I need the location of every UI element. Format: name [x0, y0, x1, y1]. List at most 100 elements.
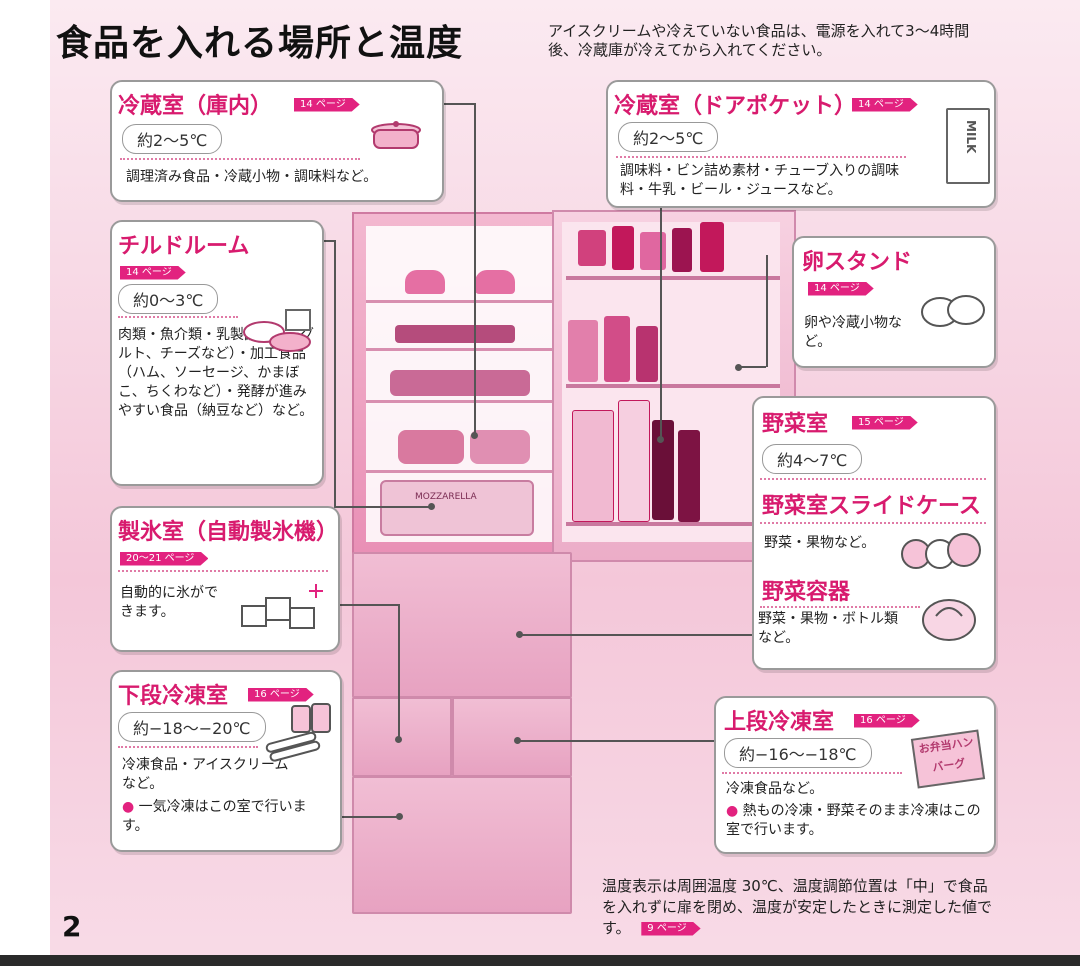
leader-line: [334, 240, 336, 508]
footnote: 温度表示は周囲温度 30℃、温度調節位置は「中」で食品を入れずに扉を閉め、温度が…: [602, 876, 1002, 939]
callout-lower-freezer: 下段冷凍室 16 ページ 約−18～−20℃ 冷凍食品・アイスクリームなど。 ●…: [110, 670, 342, 852]
page-ref-label: 14 ページ: [852, 98, 918, 112]
milk-label: MILK: [964, 120, 978, 154]
callout-ice-maker: 製氷室（自動製氷機） 20～21 ページ 自動的に氷ができます。: [110, 506, 340, 652]
leader-line: [518, 740, 714, 742]
page-ref-label: 20～21 ページ: [120, 552, 208, 566]
leader-dot: [516, 631, 523, 638]
page-margin: [0, 0, 50, 966]
bottle: [636, 326, 658, 382]
page-ref-link[interactable]: 14 ページ: [846, 94, 918, 113]
bottle: [672, 228, 692, 272]
callout-door-pocket: 冷蔵室（ドアポケット） 14 ページ 約2～5℃ 調味料・ビン詰め素材・チューブ…: [606, 80, 996, 208]
ice-maker-drawer: [352, 697, 452, 777]
leader-line: [660, 200, 662, 440]
page-ref-link[interactable]: 20～21 ページ: [114, 548, 208, 567]
callout-subtitle: 野菜室スライドケース: [762, 494, 981, 519]
page-ref-label: 14 ページ: [808, 282, 874, 296]
callout-desc: 野菜・果物など。: [764, 535, 876, 551]
vegetable-drawer: [352, 552, 572, 698]
food-bowl: [398, 430, 464, 464]
temp-value: 約−18～−20℃: [118, 712, 266, 742]
fridge-shelf: [366, 400, 554, 403]
dotted-divider: [118, 746, 258, 748]
jar: [578, 230, 606, 266]
callout-desc: 調味料・ビン詰め素材・チューブ入りの調味料・牛乳・ビール・ジュースなど。: [620, 163, 900, 198]
callout-title: 冷蔵室（ドアポケット）: [614, 94, 857, 119]
callout-desc: 冷凍食品・アイスクリームなど。: [122, 757, 289, 792]
callout-upper-freezer: 上段冷凍室 16 ページ 約−16～−18℃ 冷凍食品など。 ● 熱もの冷凍・野…: [714, 696, 996, 854]
dotted-divider: [118, 316, 238, 318]
leader-line: [334, 506, 430, 508]
page-title: 食品を入れる場所と温度: [56, 23, 464, 64]
leader-line: [474, 103, 476, 435]
door-pocket: [566, 276, 780, 280]
lower-freezer-drawer: [352, 776, 572, 914]
callout-title: 製氷室（自動製氷機）: [118, 520, 339, 545]
page-ref-link[interactable]: 16 ページ: [242, 684, 314, 703]
callout-egg-stand: 卵スタンド 14 ページ 卵や冷蔵小物など。: [792, 236, 996, 368]
leader-line: [338, 816, 400, 818]
bullet-icon: ●: [726, 803, 739, 819]
page-ref-link[interactable]: 15 ページ: [846, 412, 918, 431]
page-ref-label: 14 ページ: [294, 98, 360, 112]
callout-title: 冷蔵室（庫内）: [118, 94, 273, 119]
fridge-shelf: [366, 348, 554, 351]
food-tray: [395, 325, 515, 343]
leader-dot: [657, 436, 664, 443]
leader-line: [766, 255, 768, 367]
dotted-divider: [120, 158, 360, 160]
dotted-divider: [722, 772, 902, 774]
food-dish: [475, 270, 515, 294]
frozen-food-icon: [262, 702, 334, 762]
chilled-room-drawer: [380, 480, 534, 536]
temp-value: 約0～3℃: [118, 284, 219, 314]
lead-text: アイスクリームや冷えていない食品は、電源を入れて3～4時間後、冷蔵庫が冷えてから…: [548, 22, 970, 59]
fridge-shelf: [366, 300, 554, 303]
temp-value: 約−16～−18℃: [724, 738, 872, 768]
callout-desc: 卵や冷蔵小物など。: [804, 315, 902, 350]
pot-icon: [366, 118, 426, 154]
callout-vegetable-room: 野菜室 15 ページ 約4～7℃ 野菜室スライドケース 野菜・果物など。 野菜容…: [752, 396, 996, 670]
bento-package-icon: お弁当ハンバーグ: [910, 729, 986, 789]
bottle: [612, 226, 634, 270]
bullet-text: 熱もの冷凍・野菜そのまま冷凍はこの室で行います。: [726, 803, 981, 838]
upper-freezer-drawer: [452, 697, 572, 777]
leader-line: [320, 240, 336, 242]
cabbage-icon: [918, 596, 980, 644]
wine-bottle: [678, 430, 700, 522]
leader-line: [520, 634, 752, 636]
callout-desc: 野菜・果物・ボトル類など。: [758, 611, 898, 646]
bullet-text: 一気冷凍はこの室で行います。: [122, 799, 307, 834]
cheese-label: MOZZARELLA: [415, 492, 477, 502]
eggs-icon: [918, 290, 988, 330]
page-ref-link[interactable]: 14 ページ: [114, 262, 186, 281]
page-ref-link[interactable]: 14 ページ: [802, 278, 874, 297]
wine-bottle: [652, 420, 674, 520]
food-bowl: [470, 430, 530, 464]
bottle: [700, 222, 724, 272]
footnote-page-ref[interactable]: 9 ページ: [641, 922, 700, 936]
bottom-bar: [0, 955, 1080, 966]
page-number: 2: [62, 910, 82, 943]
temp-value: 約2～5℃: [122, 124, 223, 154]
callout-bullet: ● 熱もの冷凍・野菜そのまま冷凍はこの室で行います。: [726, 802, 988, 840]
page-ref-link[interactable]: 16 ページ: [848, 710, 920, 729]
leader-line: [738, 366, 766, 368]
callout-desc: 自動的に氷ができます。: [120, 585, 218, 620]
fish-cheese-icon: [240, 308, 314, 358]
leader-dot: [428, 503, 435, 510]
page-ref-link[interactable]: 14 ページ: [288, 94, 360, 113]
door-pocket: [566, 522, 780, 526]
bottle: [568, 320, 598, 382]
page-ref-label: 14 ページ: [120, 266, 186, 280]
page-ref-label: 15 ページ: [852, 416, 918, 430]
leader-line: [338, 604, 400, 606]
leader-dot: [514, 737, 521, 744]
leader-dot: [471, 432, 478, 439]
page-ref-label: 16 ページ: [248, 688, 314, 702]
callout-title: 下段冷凍室: [118, 684, 229, 709]
callout-fridge-main: 冷蔵室（庫内） 14 ページ 約2～5℃ 調理済み食品・冷蔵小物・調味料など。: [110, 80, 444, 202]
leader-line: [438, 103, 476, 105]
temp-value: 約4～7℃: [762, 444, 863, 474]
